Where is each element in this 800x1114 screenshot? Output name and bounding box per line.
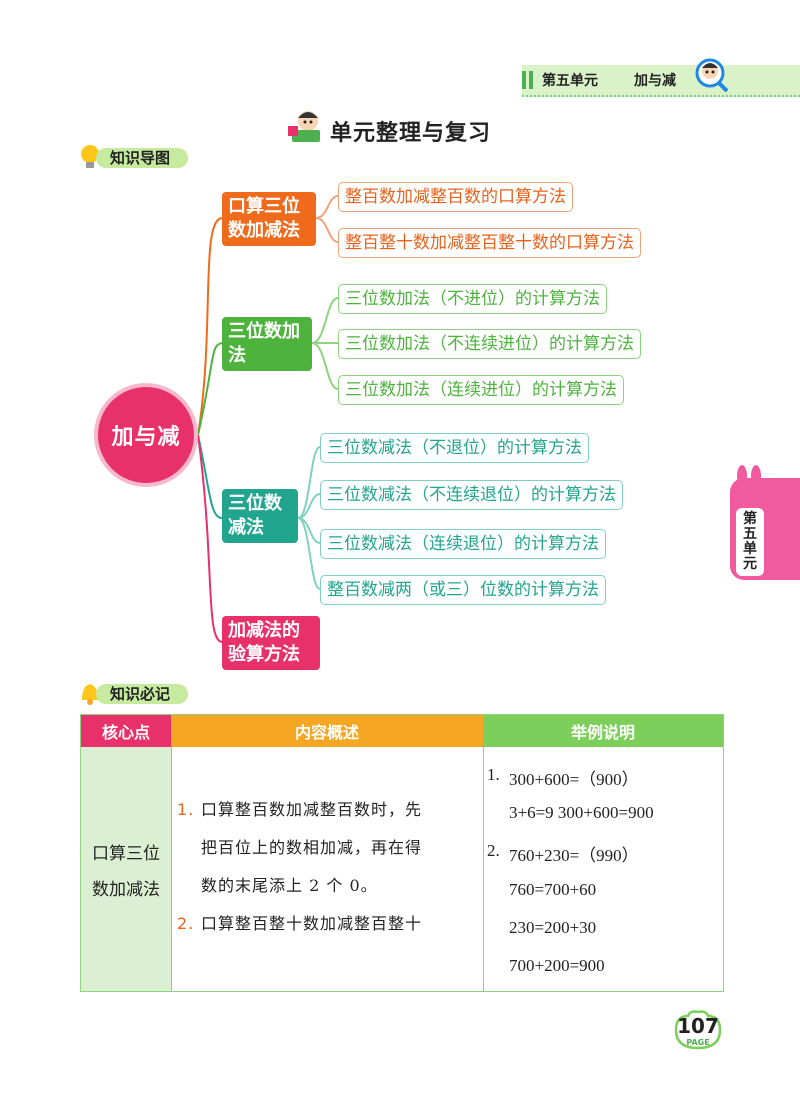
header-stripe xyxy=(522,71,526,89)
page-title: 单元整理与复习 xyxy=(330,121,492,146)
point-line: 口算整百整十数加减整百整十 xyxy=(201,914,423,933)
table-cell-examples: 1. 300+600=（900） 3+6=9 300+600=900 2. 76… xyxy=(483,747,723,991)
mindmap-category: 三位数减法 xyxy=(222,489,298,543)
example-line: 3+6=9 300+600=900 xyxy=(509,803,654,822)
mindmap-leaf: 整百数加减整百数的口算方法 xyxy=(338,182,573,212)
page-number: 107 xyxy=(677,1014,719,1038)
example-line: 760+230=（990） xyxy=(509,846,639,865)
key-line: 数加减法 xyxy=(92,880,160,900)
point-number: 2. xyxy=(177,914,195,933)
section-label-notes: 知识必记 xyxy=(78,680,228,706)
point-number: 1. xyxy=(177,800,195,819)
mindmap-leaf: 三位数减法（不连续退位）的计算方法 xyxy=(320,480,623,510)
mindmap-category: 三位数加法 xyxy=(222,317,312,371)
example-number: 2. xyxy=(487,841,500,860)
mindmap-leaf: 整百数减两（或三）位数的计算方法 xyxy=(320,575,606,605)
page-label: PAGE xyxy=(686,1038,710,1047)
mindmap-category: 口算三位数加减法 xyxy=(222,192,316,246)
example-number: 1. xyxy=(487,765,500,784)
mascot-magnifier-icon xyxy=(695,58,728,92)
mindmap-category: 加减法的验算方法 xyxy=(222,616,320,670)
section-label-mindmap: 知识导图 xyxy=(78,144,228,170)
table-cell-key: 口算三位 数加减法 xyxy=(81,747,172,991)
example-line: 700+200=900 xyxy=(509,956,605,975)
key-line: 口算三位 xyxy=(92,844,160,864)
point-line: 数的末尾添上 2 个 0。 xyxy=(201,876,378,895)
mindmap-leaf: 三位数加法（不连续进位）的计算方法 xyxy=(338,329,641,359)
point-line: 口算整百数加减整百数时，先 xyxy=(201,800,423,819)
header-stripe xyxy=(529,71,533,89)
mindmap-leaf: 三位数减法（连续退位）的计算方法 xyxy=(320,529,606,559)
knowledge-table: 核心点 内容概述 举例说明 口算三位 数加减法 1. 口算整百数加减整百数时，先… xyxy=(80,714,724,992)
example-line: 760=700+60 xyxy=(509,880,597,899)
bell-icon xyxy=(82,684,98,705)
example-line: 230=200+30 xyxy=(509,918,597,937)
header-topic: 加与减 xyxy=(634,73,676,89)
example-line: 300+600=（900） xyxy=(509,770,639,789)
table-cell-content: 1. 口算整百数加减整百数时，先 把百位上的数相加减，再在得 数的末尾添上 2 … xyxy=(171,747,484,991)
side-tab-label: 第五单元 xyxy=(736,508,764,576)
page-number-badge: 107 PAGE xyxy=(670,1008,726,1052)
mindmap-leaf: 三位数加法（连续进位）的计算方法 xyxy=(338,375,624,405)
point-line: 把百位上的数相加减，再在得 xyxy=(201,838,423,857)
mindmap-leaf: 三位数减法（不退位）的计算方法 xyxy=(320,433,589,463)
mindmap-connectors xyxy=(197,195,339,643)
rabbit-ears-icon xyxy=(737,465,761,487)
mindmap-leaf: 整百整十数加减整百整十数的口算方法 xyxy=(338,228,641,258)
table-header: 举例说明 xyxy=(483,715,723,747)
mascot-reading-icon xyxy=(288,111,320,142)
lightbulb-icon xyxy=(81,145,99,168)
table-header: 核心点 xyxy=(81,715,171,747)
table-header: 内容概述 xyxy=(171,715,483,747)
page-badge-shape xyxy=(674,1010,722,1050)
header-unit: 第五单元 xyxy=(542,73,598,89)
side-chapter-tab: 第五单元 xyxy=(730,465,800,580)
mindmap-root: 加与减 xyxy=(94,383,198,487)
mindmap-leaf: 三位数加法（不进位）的计算方法 xyxy=(338,284,607,314)
chapter-header: 第五单元 加与减 xyxy=(522,65,800,97)
